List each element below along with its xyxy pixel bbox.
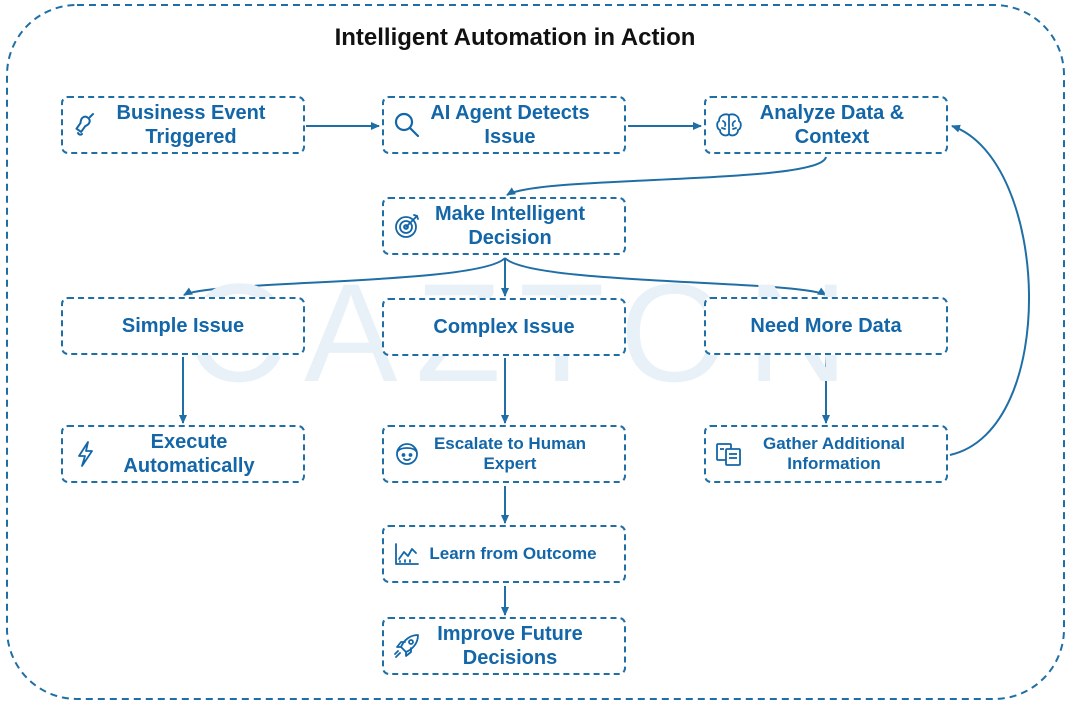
node-label: Complex Issue xyxy=(433,316,575,338)
node-ai-agent: AI Agent Detects Issue xyxy=(382,96,626,154)
node-label: Make Intelligent Decision xyxy=(434,203,586,249)
node-need-more-data: Need More Data xyxy=(704,297,948,355)
node-complex-issue: Complex Issue xyxy=(382,298,626,356)
node-label: Escalate to Human Expert xyxy=(433,433,587,473)
node-decision: Make Intelligent Decision xyxy=(382,197,626,255)
node-label: Need More Data xyxy=(750,315,902,337)
node-business-event: Business Event Triggered xyxy=(61,96,305,154)
documents-icon xyxy=(714,439,744,469)
arrow-analyze-to-decision xyxy=(506,156,827,196)
node-gather: Gather Additional Information xyxy=(704,425,948,483)
node-learn: Learn from Outcome xyxy=(382,525,626,583)
node-analyze: Analyze Data & Context xyxy=(704,96,948,154)
arrow-decision-to-needdata xyxy=(504,257,827,296)
node-improve: Improve Future Decisions xyxy=(382,617,626,675)
arrow-decision-to-simple xyxy=(183,257,506,296)
node-label: Execute Automatically xyxy=(123,431,255,477)
node-label: Improve Future Decisions xyxy=(437,623,583,669)
target-icon xyxy=(392,211,422,241)
node-label: Business Event Triggered xyxy=(116,102,266,148)
outer-frame xyxy=(6,4,1065,700)
node-simple-issue: Simple Issue xyxy=(61,297,305,355)
node-label: Gather Additional Information xyxy=(763,433,905,473)
rocket-icon xyxy=(392,631,422,661)
person-icon xyxy=(392,439,422,469)
node-label: Learn from Outcome xyxy=(429,543,597,563)
bell-icon xyxy=(71,110,101,140)
magnifier-icon xyxy=(392,110,422,140)
arrow-gather-to-analyze xyxy=(949,124,1030,456)
brain-icon xyxy=(714,110,744,140)
node-label: Analyze Data & Context xyxy=(759,102,905,148)
node-label: Simple Issue xyxy=(121,315,245,337)
node-execute: Execute Automatically xyxy=(61,425,305,483)
node-escalate: Escalate to Human Expert xyxy=(382,425,626,483)
diagram-title: Intelligent Automation in Action xyxy=(334,24,696,51)
node-label: AI Agent Detects Issue xyxy=(430,102,590,148)
lightning-icon xyxy=(71,439,101,469)
chart-icon xyxy=(392,539,422,569)
